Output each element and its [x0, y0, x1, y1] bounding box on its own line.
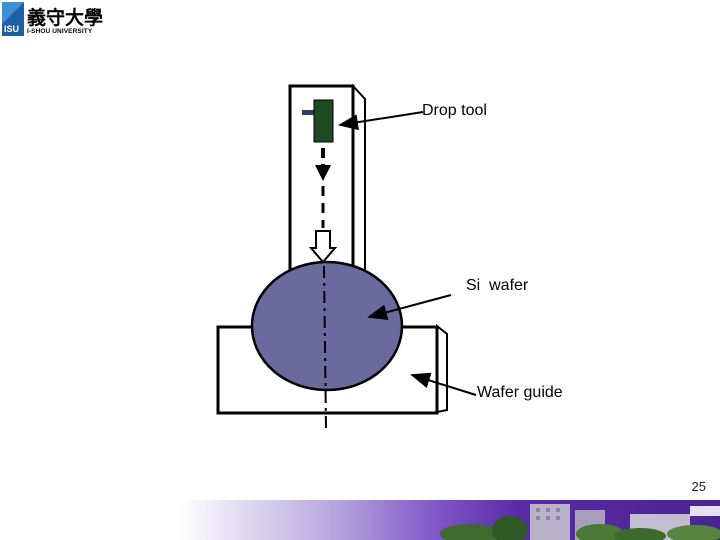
si-wafer-label: Si wafer [466, 277, 528, 295]
si-wafer [252, 262, 402, 390]
drop-tool-label: Drop tool [422, 102, 487, 120]
campus-scene-image [440, 500, 720, 540]
page-number: 25 [692, 479, 706, 494]
footer-banner [0, 500, 720, 540]
wafer-guide-label: Wafer guide [477, 384, 563, 402]
